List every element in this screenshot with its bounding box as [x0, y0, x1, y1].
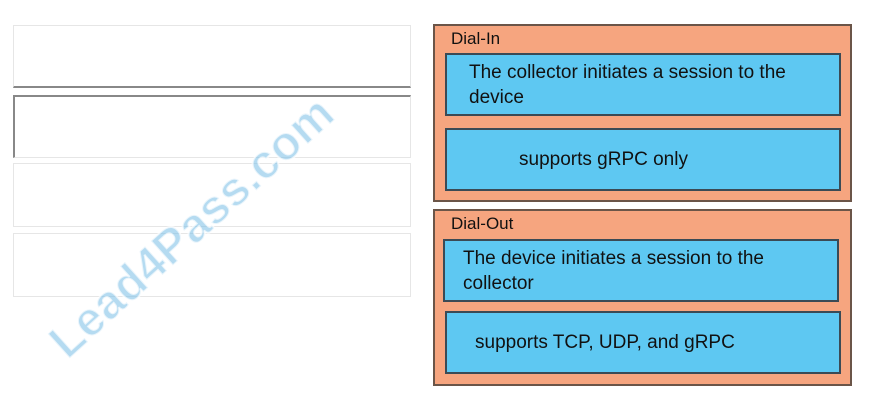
drag-item[interactable]: supports TCP, UDP, and gRPC	[445, 311, 841, 374]
dial-out-group: Dial-Out The device initiates a session …	[433, 209, 852, 386]
drop-slot-1[interactable]	[13, 25, 411, 88]
dial-in-group: Dial-In The collector initiates a sessio…	[433, 24, 852, 202]
drag-item[interactable]: The collector initiates a session to the…	[445, 53, 841, 116]
drag-item[interactable]: supports gRPC only	[445, 128, 841, 191]
drop-slot-2[interactable]	[13, 95, 411, 158]
drop-slot-4[interactable]	[13, 233, 411, 297]
drop-slot-3[interactable]	[13, 163, 411, 227]
group-title: Dial-Out	[451, 214, 514, 233]
drag-item[interactable]: The device initiates a session to the co…	[443, 239, 839, 302]
group-title: Dial-In	[451, 29, 501, 48]
